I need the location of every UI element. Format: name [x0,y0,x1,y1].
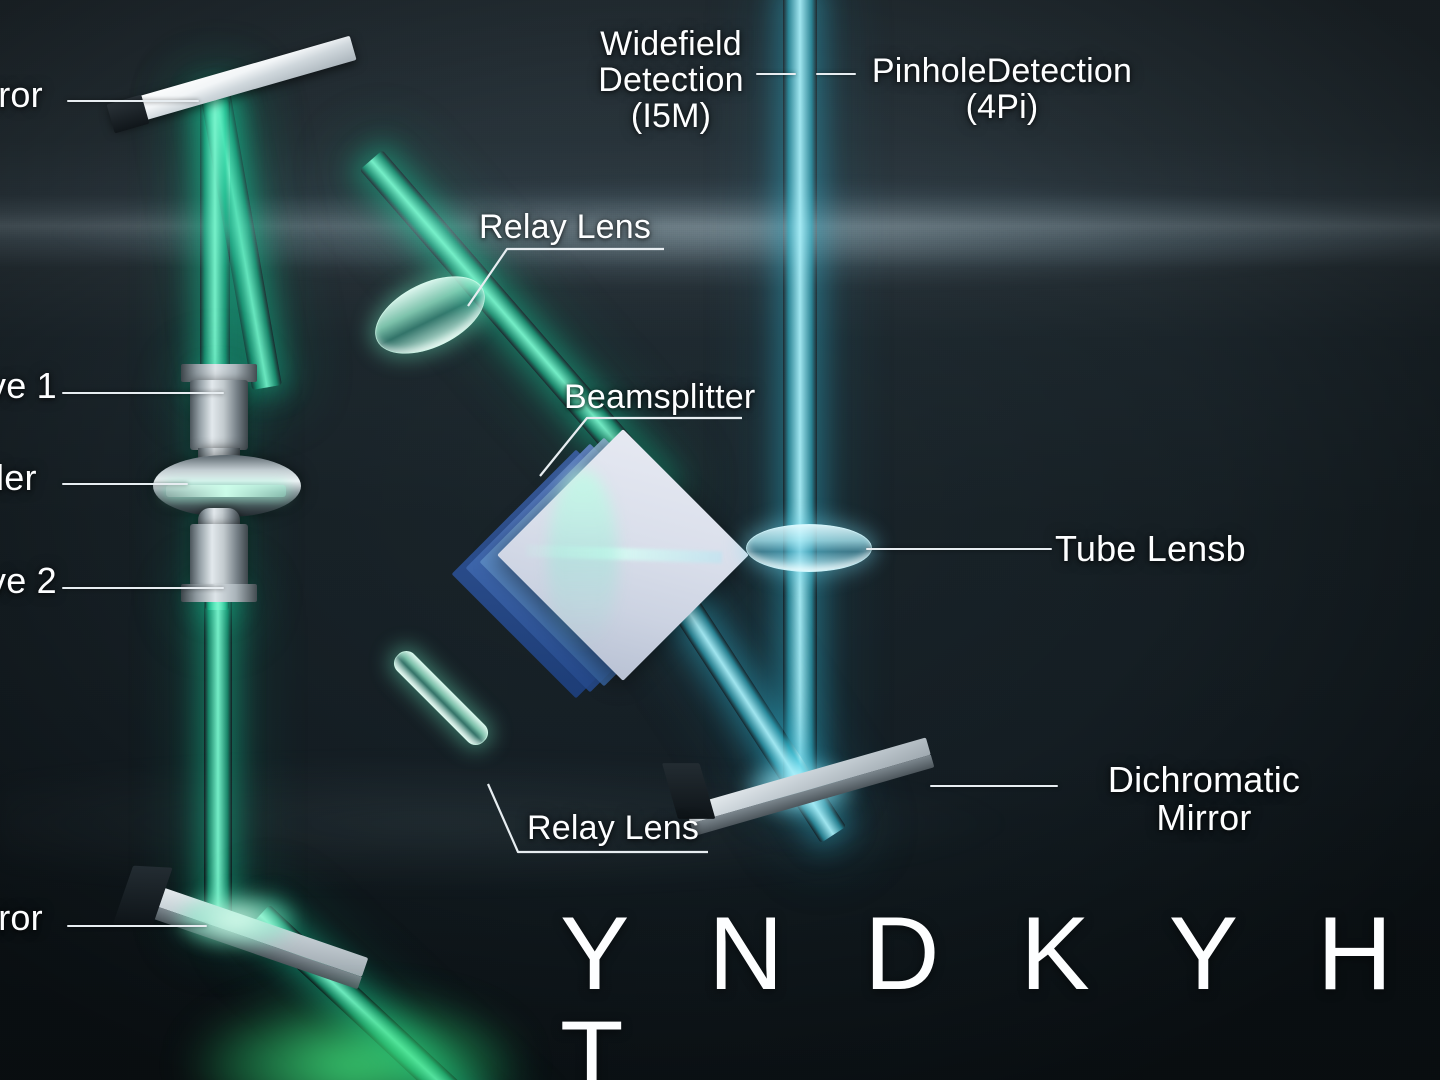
tube-lens[interactable] [746,524,872,572]
objective-2-nose [198,508,240,528]
label-objective-1: ve 1 [0,365,57,406]
beam-cyan-vertical-detection [783,0,817,780]
label-pinhole-detection: PinholeDetection (4Pi) [871,52,1133,127]
objective-1-barrel[interactable] [190,380,248,450]
objective-2-barrel[interactable] [190,524,248,586]
glow-beamsplitter-green [548,470,618,650]
label-objective-2: ve 2 [0,560,57,601]
label-widefield-detection: Widefield Detection (I5M) [598,25,744,136]
leader-sample-holder [62,483,188,485]
label-mirror-top-left: rror [0,74,43,115]
watermark-text: Y N D K Y H T [560,896,1419,1080]
label-tube-lens: Tube Lensb [1055,528,1246,569]
label-relay-lens-bottom: Relay Lens [527,809,700,847]
beam-green-vertical-lower [204,595,232,925]
label-beamsplitter: Beamsplitter [564,378,756,416]
sample-holder-slot [166,485,286,497]
leader-tube-lens [866,548,1052,550]
label-dichromatic-mirror: Dichromatic Mirror [1107,759,1301,839]
leader-objective-2 [62,587,224,589]
leader-mirror-top-left [67,100,199,102]
leader-pinhole-detection [816,73,856,75]
leader-widefield-detection [756,73,796,75]
leader-dichromatic-mirror [930,785,1058,787]
leader-mirror-bottom-left [67,925,207,927]
label-mirror-bottom-left: rror [0,897,43,938]
glow-bottom-mirror-hit [176,893,296,947]
beam-green-vertical-upper [200,100,230,390]
objective-1-collar [181,364,257,382]
label-relay-lens-top: Relay Lens [479,208,652,246]
leader-objective-1 [62,392,224,394]
label-sample-holder: der [0,457,37,498]
